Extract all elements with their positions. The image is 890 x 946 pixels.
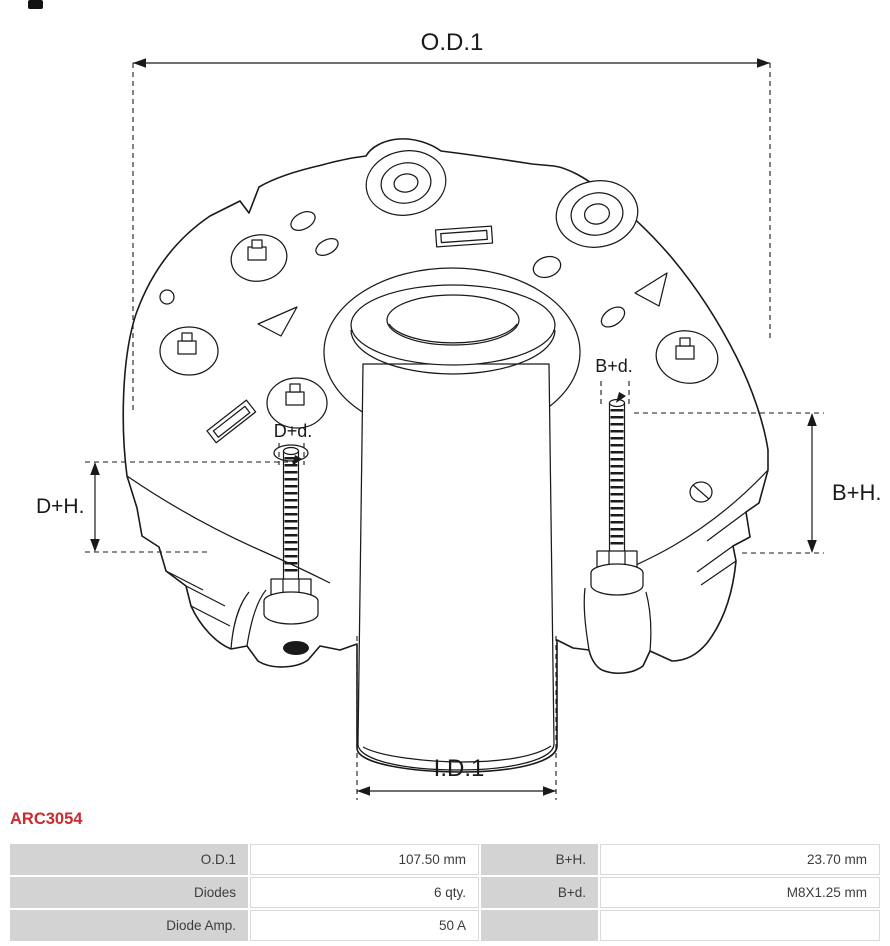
spec-row-2: Diodes 6 qty. B+d. M8X1.25 mm xyxy=(10,877,880,908)
technical-drawing: O.D.1 I.D.1 D+H. B+H. D+d. xyxy=(28,0,882,800)
neck-flange xyxy=(350,284,556,375)
bd-label: B+d. xyxy=(595,356,633,376)
spec-row-1: O.D.1 107.50 mm B+H. 23.70 mm xyxy=(10,844,880,875)
center-tube xyxy=(357,363,555,771)
dh-label: D+H. xyxy=(36,495,84,518)
left-stud xyxy=(230,444,319,655)
spec-label-od1: O.D.1 xyxy=(10,844,248,875)
mounting-boss-1 xyxy=(365,150,447,216)
product-code[interactable]: ARC3054 xyxy=(10,810,83,828)
spec-value-diode-amp: 50 A xyxy=(250,910,479,941)
right-stud xyxy=(583,398,652,652)
mounting-boss-2 xyxy=(555,180,639,248)
id1-label: I.D.1 xyxy=(434,755,485,782)
spec-value-bd: M8X1.25 mm xyxy=(600,877,880,908)
spec-value-empty xyxy=(600,910,880,941)
diode-2 xyxy=(159,326,219,376)
od1-label: O.D.1 xyxy=(421,29,484,56)
spec-label-diodes: Diodes xyxy=(10,877,248,908)
spec-label-bd: B+d. xyxy=(481,877,598,908)
spec-row-3: Diode Amp. 50 A xyxy=(10,910,880,941)
as-pl-logo-fragment xyxy=(28,0,43,9)
spec-table: O.D.1 107.50 mm B+H. 23.70 mm Diodes 6 q… xyxy=(8,842,882,943)
bh-label: B+H. xyxy=(832,480,882,505)
callout-dd: D+d. xyxy=(274,421,313,466)
diode-1 xyxy=(230,234,288,282)
spec-value-diodes: 6 qty. xyxy=(250,877,479,908)
callout-bd: B+d. xyxy=(595,356,633,404)
dimension-id1: I.D.1 xyxy=(356,636,557,800)
holes-and-slots xyxy=(159,211,713,503)
spec-label-empty xyxy=(481,910,598,941)
spec-label-diode-amp: Diode Amp. xyxy=(10,910,248,941)
diode-4 xyxy=(655,330,719,384)
spec-value-od1: 107.50 mm xyxy=(250,844,479,875)
spec-value-bh: 23.70 mm xyxy=(600,844,880,875)
dd-label: D+d. xyxy=(274,421,313,441)
dimension-bh: B+H. xyxy=(634,412,882,554)
dimension-dh: D+H. xyxy=(36,461,296,553)
spec-label-bh: B+H. xyxy=(481,844,598,875)
diode-3 xyxy=(266,377,328,429)
dimension-od1: O.D.1 xyxy=(132,29,771,412)
